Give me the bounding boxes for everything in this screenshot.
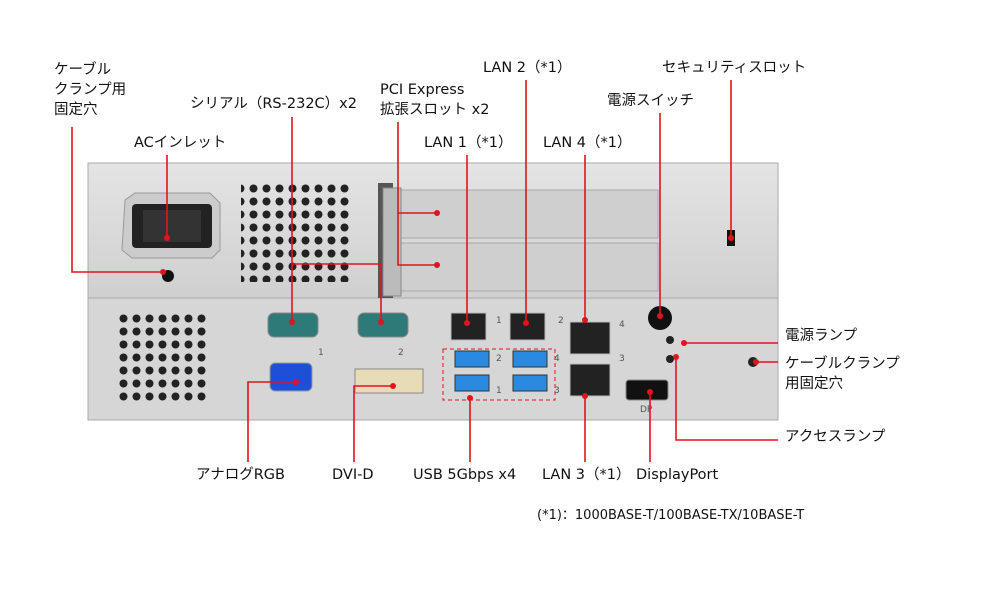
mark-lan4: 4: [619, 320, 625, 330]
label-line: クランプ用: [54, 82, 127, 98]
ac-inlet: [121, 192, 221, 282]
label-power-lamp: 電源ランプ: [785, 328, 858, 344]
label-analog-rgb: アナログRGB: [196, 467, 285, 483]
label-lan3: LAN 3（*1）: [542, 467, 631, 483]
mark-usb3: 3: [554, 386, 560, 396]
label-pci: PCI Express 拡張スロット x2: [380, 80, 489, 120]
mark-serial1: 1: [318, 348, 324, 358]
mark-serial2: 2: [398, 348, 404, 358]
label-security-slot: セキュリティスロット: [662, 60, 807, 76]
label-ac-inlet: ACインレット: [134, 135, 227, 151]
usb-ports: [442, 348, 556, 401]
mark-usb2: 2: [496, 354, 502, 364]
mark-lan3: 3: [619, 354, 625, 364]
label-serial: シリアル（RS-232C）x2: [190, 96, 357, 112]
label-lan2: LAN 2（*1）: [483, 60, 572, 76]
mark-usb1: 1: [496, 386, 502, 396]
vent-top: [241, 182, 353, 282]
vga-port: [269, 362, 313, 392]
dvi-port: [354, 368, 424, 394]
label-line: ケーブル: [54, 62, 112, 78]
label-cable-clamp-top: ケーブル クランプ用 固定穴: [54, 60, 126, 120]
callout-lines: [71, 80, 778, 462]
serial-ports: [267, 312, 409, 338]
label-dvi: DVI-D: [332, 467, 374, 483]
pci-slots: [378, 183, 659, 298]
power-lamp: [666, 336, 674, 344]
mark-lan2: 2: [558, 316, 564, 326]
label-line: PCI Express: [380, 82, 465, 98]
label-line: ケーブルクランプ: [785, 356, 900, 372]
label-lan1: LAN 1（*1）: [424, 135, 513, 151]
label-line: 用固定穴: [785, 376, 843, 392]
displayport: [625, 379, 669, 401]
mark-dp: DP: [640, 405, 653, 415]
vent-bottom: [118, 311, 208, 401]
label-line: 固定穴: [54, 102, 98, 118]
lan-ports: [450, 312, 611, 397]
mark-usb4: 4: [554, 354, 560, 364]
mark-lan1: 1: [496, 316, 502, 326]
label-usb: USB 5Gbps x4: [413, 467, 517, 483]
label-displayport: DisplayPort: [636, 467, 719, 483]
footnote: (*1)：1000BASE-T/100BASE-TX/10BASE-T: [537, 508, 805, 523]
label-cable-clamp-right: ケーブルクランプ 用固定穴: [785, 354, 900, 394]
label-lan4: LAN 4（*1）: [543, 135, 632, 151]
access-lamp: [666, 355, 674, 363]
label-line: 拡張スロット x2: [380, 102, 490, 118]
label-access-lamp: アクセスランプ: [785, 429, 886, 445]
label-power-switch: 電源スイッチ: [607, 93, 694, 109]
